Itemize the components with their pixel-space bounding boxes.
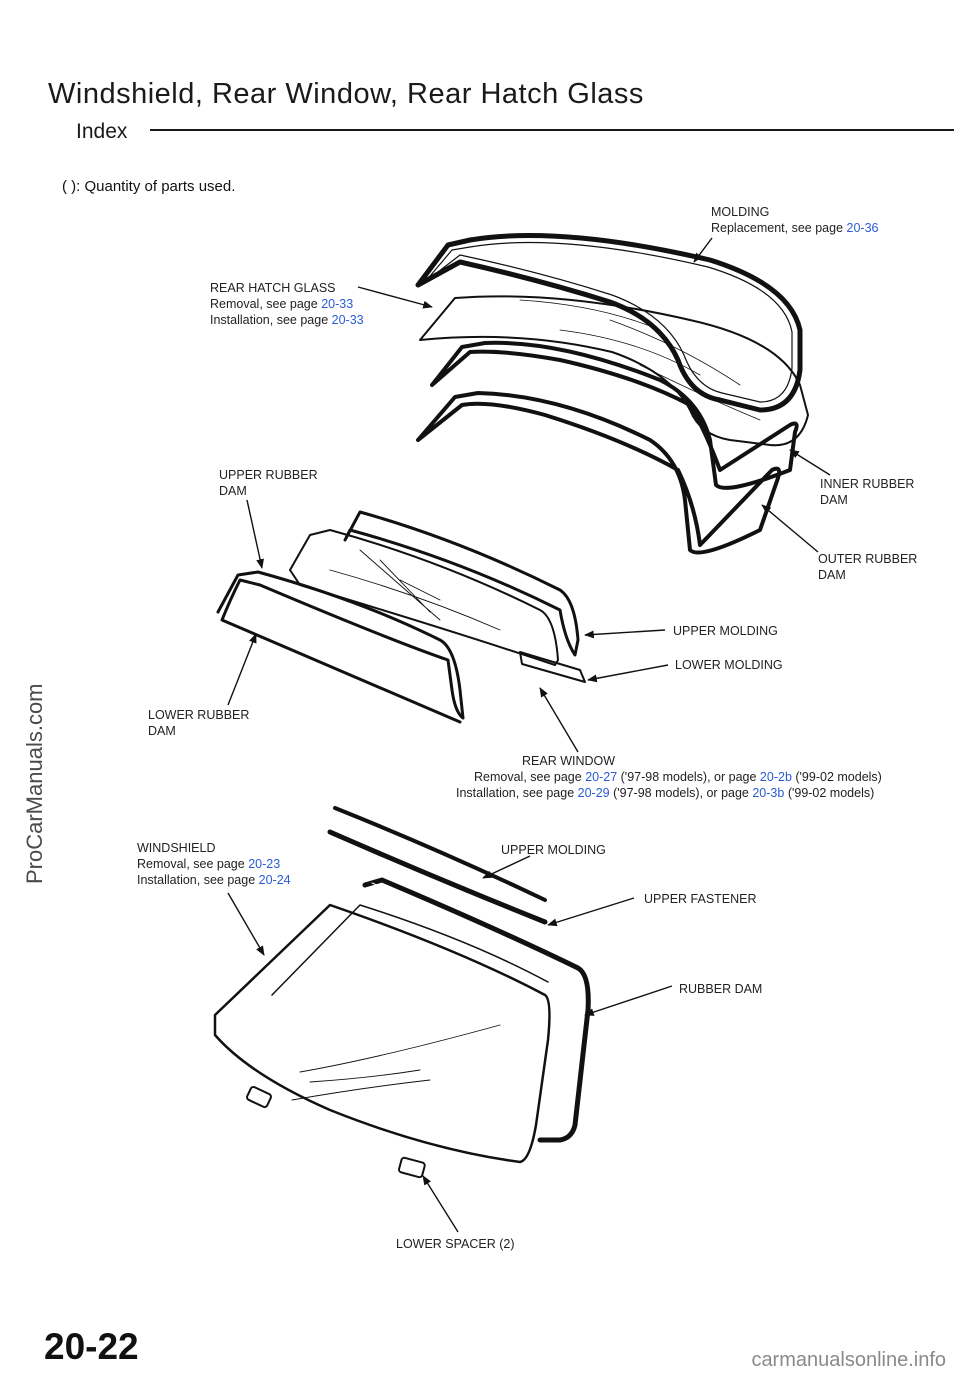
lower-spacer-label: LOWER SPACER (2)	[396, 1237, 515, 1251]
outer-rubber-dam-leader	[761, 504, 819, 553]
page-ref-link[interactable]: 20-23	[248, 857, 281, 871]
upper-rubber-dam-leader	[246, 499, 264, 569]
rear-window-label: REAR WINDOW Removal, see page 20-27 ('97…	[456, 754, 882, 800]
upper-molding-front-label: UPPER MOLDING	[501, 843, 606, 857]
windshield-label: WINDSHIELD Removal, see page 20-23 Insta…	[137, 841, 291, 887]
molding-leader	[693, 237, 713, 263]
hatch-glass-part	[419, 295, 809, 447]
page-ref-link[interactable]: 20-33	[331, 313, 364, 327]
upper-molding-leader	[584, 629, 666, 639]
lower-molding-leader	[587, 664, 669, 683]
rubber-dam-leader	[584, 985, 673, 1016]
page-ref-link[interactable]: 20-3b	[752, 786, 785, 800]
quantity-note: ( ): Quantity of parts used.	[62, 178, 236, 195]
lower-spacer-leader	[422, 1175, 459, 1233]
title-rule	[150, 129, 954, 131]
page-ref-link[interactable]: 20-27	[585, 770, 618, 784]
windshield-leader	[227, 892, 265, 956]
lower-rubber-dam-label: LOWER RUBBER DAM	[148, 708, 250, 738]
page-title: Windshield, Rear Window, Rear Hatch Glas…	[48, 78, 644, 110]
page-ref-link[interactable]: 20-33	[321, 297, 354, 311]
upper-fastener-leader	[547, 897, 635, 927]
windshield-part	[213, 903, 551, 1164]
outer-rubber-dam-label: OUTER RUBBER DAM	[818, 552, 918, 582]
lower-spacer-part	[398, 1156, 426, 1179]
lower-rubber-dam-leader	[227, 633, 257, 706]
windshield-upper-molding-part	[333, 806, 547, 902]
page-ref-link[interactable]: 20-29	[577, 786, 610, 800]
upper-rubber-dam-part	[343, 510, 580, 657]
watermark: ProCarManuals.com	[22, 683, 47, 884]
page-ref-link[interactable]: 20-2b	[759, 770, 792, 784]
lower-spacer-part	[246, 1085, 272, 1109]
hatch-molding-part	[415, 233, 803, 413]
front-upper-molding-leader	[482, 855, 531, 879]
outer-rubber-dam-part	[416, 391, 782, 555]
page-ref-link[interactable]: 20-36	[846, 221, 879, 235]
page-number: 20-22	[44, 1326, 139, 1367]
lower-rubber-dam-part	[216, 570, 465, 724]
upper-molding-rear-label: UPPER MOLDING	[673, 624, 778, 638]
molding-label: MOLDING Replacement, see page 20-36	[711, 205, 879, 235]
rubber-dam-part	[362, 877, 591, 1143]
inner-rubber-dam-leader	[789, 449, 831, 476]
rear-window-part	[289, 529, 559, 666]
rear-window-leader	[539, 687, 579, 753]
section-subtitle: Index	[76, 120, 128, 143]
rear-hatch-glass-label: REAR HATCH GLASS Removal, see page 20-33…	[210, 281, 364, 327]
footer-site: carmanualsonline.info	[751, 1349, 946, 1371]
upper-fastener-label: UPPER FASTENER	[644, 892, 757, 906]
lower-molding-part	[519, 651, 586, 683]
page-ref-link[interactable]: 20-24	[258, 873, 291, 887]
lower-molding-label: LOWER MOLDING	[675, 658, 783, 672]
hatch-glass-leader	[357, 286, 433, 309]
inner-rubber-dam-part	[430, 340, 799, 490]
rubber-dam-label: RUBBER DAM	[679, 982, 763, 996]
inner-rubber-dam-label: INNER RUBBER DAM	[820, 477, 915, 507]
upper-rubber-dam-label: UPPER RUBBER DAM	[219, 468, 318, 498]
